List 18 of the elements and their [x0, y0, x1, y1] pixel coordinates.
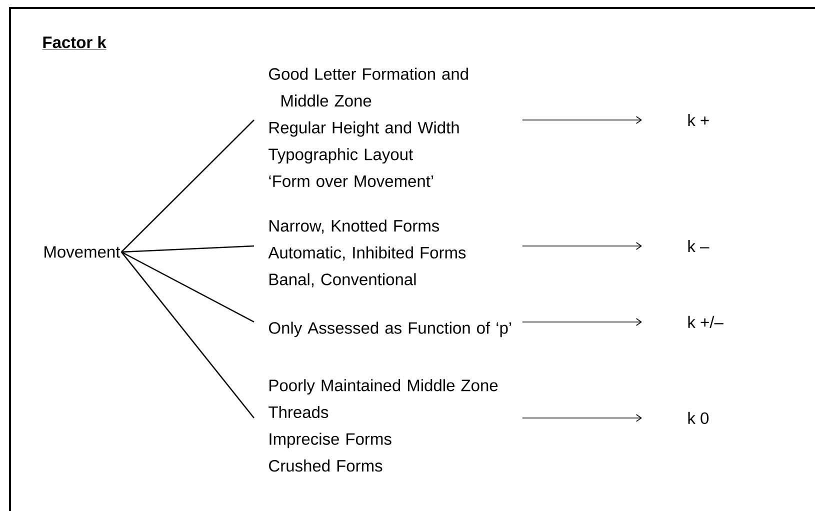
criteria-list: Good Letter Formation and Middle Zone Regular Height and Width Typographic Layout ‘Form over Movement’ — [268, 68, 468, 188]
arrow — [522, 414, 642, 422]
branch-line — [120, 252, 255, 418]
criteria-list: Poorly Maintained Middle Zone Threads Imprecise Forms Crushed Forms — [268, 379, 498, 472]
result-label: k – — [688, 240, 710, 252]
criteria-list: Narrow, Knotted Forms Automatic, Inhibited Forms Banal, Conventional — [268, 220, 466, 288]
branch-line — [121, 251, 254, 323]
arrow — [522, 116, 642, 124]
result-label: k 0 — [688, 412, 709, 424]
result-label: k + — [688, 114, 709, 126]
arrow — [522, 242, 642, 250]
branch-line — [121, 245, 254, 253]
branch-line — [120, 120, 254, 252]
arrow — [522, 318, 642, 326]
root-label: Movement — [44, 246, 120, 258]
title: Factor k — [42, 36, 107, 50]
result-label: k +/– — [688, 316, 724, 328]
criteria-list: Only Assessed as Function of ‘p’ — [269, 322, 512, 338]
